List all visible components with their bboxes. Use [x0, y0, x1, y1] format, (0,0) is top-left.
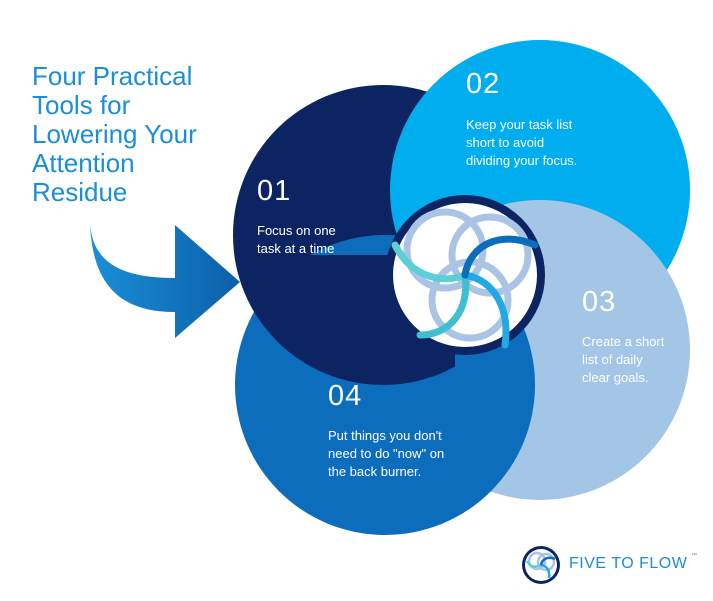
step-02-number: 02: [466, 68, 501, 100]
brand-trademark: ™: [691, 553, 697, 559]
arrow-icon: [90, 222, 240, 338]
text-line: short to avoid: [466, 135, 545, 150]
text-line: list of daily: [582, 352, 643, 367]
text-line: Focus on one: [257, 223, 336, 238]
text-line: clear goals.: [582, 370, 649, 385]
title-line: Residue: [32, 177, 128, 207]
text-line: dividing your focus.: [466, 153, 578, 168]
step-04-text: Put things you don't need to do "now" on…: [328, 427, 444, 481]
page-title: Four Practical Tools for Lowering Your A…: [32, 62, 197, 207]
step-04-number: 04: [328, 380, 363, 412]
title-line: Lowering Your: [32, 119, 197, 149]
step-03-text: Create a short list of daily clear goals…: [582, 333, 664, 387]
text-line: the back burner.: [328, 464, 422, 479]
step-01-text: Focus on one task at a time: [257, 222, 336, 258]
text-line: Create a short: [582, 334, 665, 349]
text-line: need to do "now" on: [328, 446, 445, 461]
text-line: Put things you don't: [328, 428, 442, 443]
title-line: Tools for: [32, 90, 131, 120]
step-02-text: Keep your task list short to avoid divid…: [466, 116, 577, 170]
center-logo-icon: [385, 195, 545, 355]
text-line: Keep your task list: [466, 117, 573, 132]
step-03-number: 03: [582, 286, 617, 318]
brand-name: FIVE TO FLOW: [569, 555, 688, 572]
title-line: Attention: [32, 148, 135, 178]
text-line: task at a time: [257, 241, 335, 256]
step-01-number: 01: [257, 175, 292, 207]
title-line: Four Practical: [32, 61, 193, 91]
brand-logo-icon: [522, 546, 560, 584]
